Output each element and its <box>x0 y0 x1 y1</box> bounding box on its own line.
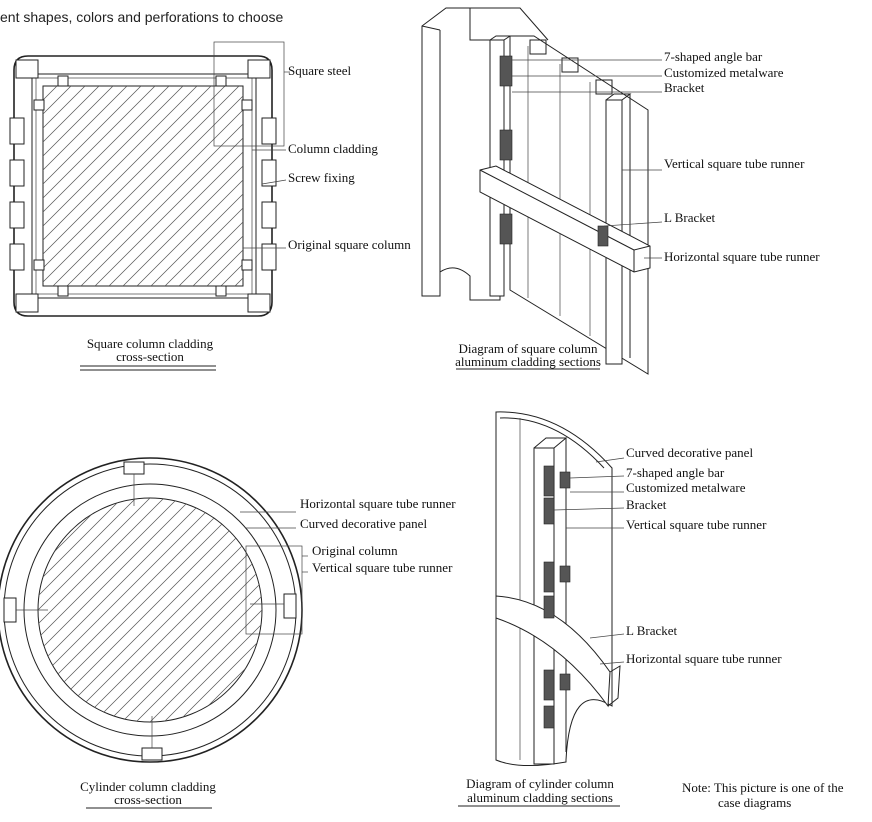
caption-cyl3d-line2: aluminum cladding sections <box>467 790 613 805</box>
label-square-steel: Square steel <box>288 63 352 78</box>
hatch-line <box>51 498 262 722</box>
hatch-line <box>43 86 58 101</box>
label-cyl3d-vertical-runner: Vertical square tube runner <box>626 517 767 532</box>
hatch-line <box>43 86 198 241</box>
hatch-line <box>43 86 128 171</box>
hatch-line <box>121 498 262 722</box>
caption-cylinder-line2: cross-section <box>114 792 182 807</box>
hatch-line <box>94 137 243 286</box>
label-cyl3d-curved-panel: Curved decorative panel <box>626 445 753 460</box>
hatch-line <box>43 86 212 255</box>
hatch-line <box>65 498 262 722</box>
hatch-line <box>43 86 100 143</box>
label-cyl3d-angle-bar: 7-shaped angle bar <box>626 465 725 480</box>
hatch-line <box>38 498 137 722</box>
caption-cyl3d-line1: Diagram of cylinder column <box>466 776 614 791</box>
label-cyl3d-bracket: Bracket <box>626 497 667 512</box>
label-original-square-column: Original square column <box>288 237 411 252</box>
label-horizontal-runner: Horizontal square tube runner <box>664 249 820 264</box>
caption-square-3d-line2: aluminum cladding sections <box>455 354 601 369</box>
hatch-line <box>38 498 249 722</box>
caption-square-3d-line1: Diagram of square column <box>459 341 598 356</box>
label-cyl-horizontal-runner: Horizontal square tube runner <box>300 496 456 511</box>
hatch-line <box>136 179 243 286</box>
hatch-line <box>80 123 243 286</box>
hatch-line <box>178 221 243 286</box>
hatch-line <box>38 498 193 722</box>
hatch-line <box>43 86 170 213</box>
hatch-line <box>38 498 165 722</box>
label-cyl-vertical-runner: Vertical square tube runner <box>312 560 453 575</box>
cylinder-cross-section: Horizontal square tube runner Curved dec… <box>0 457 456 809</box>
hatch-line <box>43 86 226 269</box>
hatch-line <box>43 86 184 227</box>
label-cyl3d-horizontal-runner: Horizontal square tube runner <box>626 651 782 666</box>
hatch-line <box>38 498 151 722</box>
hatch-line <box>43 86 86 129</box>
hatch-line <box>79 498 262 722</box>
hatch-line <box>122 165 243 286</box>
label-column-cladding: Column cladding <box>288 141 378 156</box>
label-screw-fixing: Screw fixing <box>288 170 355 185</box>
hatch-line <box>233 498 262 722</box>
cylinder-3d-diagram: Curved decorative panel 7-shaped angle b… <box>458 411 782 807</box>
hatch-line <box>205 498 262 722</box>
label-cyl3d-l-bracket: L Bracket <box>626 623 678 638</box>
label-bracket: Bracket <box>664 80 705 95</box>
hatch-line <box>177 498 262 722</box>
square-cross-section: Square steel Column cladding Screw fixin… <box>9 41 411 371</box>
hatch-line <box>191 498 262 722</box>
hatch-line <box>108 151 243 286</box>
hatch-line <box>192 235 243 286</box>
caption-square-line1: Square column cladding <box>87 336 214 351</box>
hatch-line <box>107 498 262 722</box>
hatch-line <box>38 498 109 722</box>
hatch-line <box>38 498 123 722</box>
hatch-line <box>43 86 114 157</box>
hatch-line <box>150 193 243 286</box>
hatch-line <box>149 498 262 722</box>
hatch-line <box>163 498 262 722</box>
note-line1: Note: This picture is one of the <box>682 780 844 795</box>
caption-cylinder-line1: Cylinder column cladding <box>80 779 216 794</box>
hatch-line <box>43 86 156 199</box>
label-cyl3d-metalware: Customized metalware <box>626 480 746 495</box>
caption-square-line2: cross-section <box>116 349 184 364</box>
hatch-line <box>43 86 142 185</box>
hatch-line <box>164 207 243 286</box>
square-steel-pieces <box>33 75 253 297</box>
hatch-line <box>93 498 262 722</box>
label-cyl-curved-panel: Curved decorative panel <box>300 516 427 531</box>
hatch-line <box>38 498 262 722</box>
hatch-line <box>38 498 207 722</box>
hatch-line <box>38 498 179 722</box>
hatch-line <box>38 498 221 722</box>
hatch-line <box>43 86 240 283</box>
label-vertical-runner: Vertical square tube runner <box>664 156 805 171</box>
hatch-line <box>52 95 243 286</box>
hatch-line <box>220 263 243 286</box>
hatch-line <box>219 498 262 722</box>
label-7-angle-bar: 7-shaped angle bar <box>664 49 763 64</box>
column-cladding-outline <box>13 55 273 317</box>
label-l-bracket: L Bracket <box>664 210 716 225</box>
header-text: ent shapes, colors and perforations to c… <box>0 9 284 25</box>
label-customized-metalware: Customized metalware <box>664 65 784 80</box>
hatch-line <box>247 498 262 722</box>
note-line2: case diagrams <box>718 795 791 810</box>
hatch-line <box>206 249 243 286</box>
hatch-line <box>66 109 243 286</box>
original-square-column <box>42 85 244 287</box>
hatch-line <box>135 498 262 722</box>
label-cyl-original-column: Original column <box>312 543 398 558</box>
square-3d-diagram: 7-shaped angle bar Customized metalware … <box>421 7 820 375</box>
